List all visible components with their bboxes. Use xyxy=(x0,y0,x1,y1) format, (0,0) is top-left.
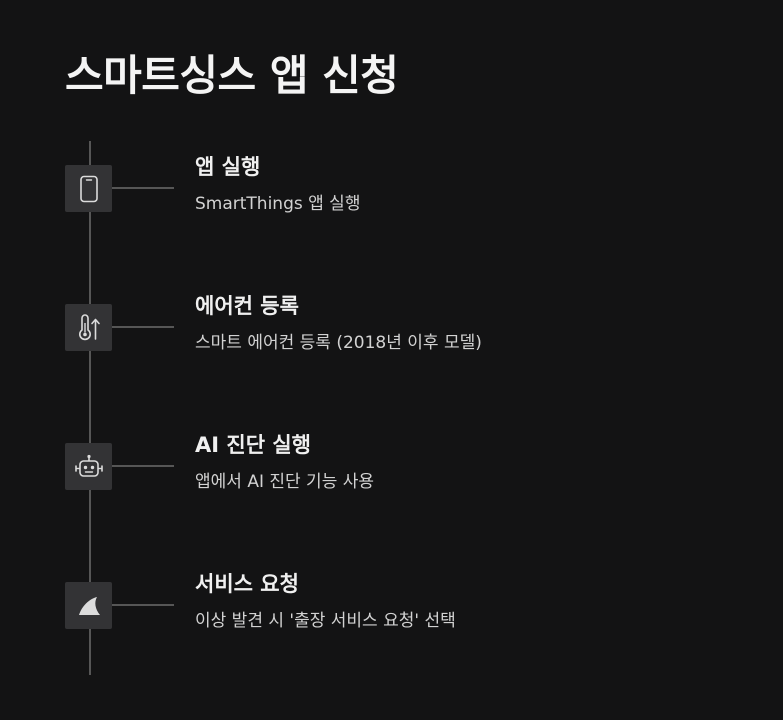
timeline-step-service-request: 서비스 요청 이상 발견 시 '출장 서비스 요청' 선택 xyxy=(0,572,783,662)
timeline-step-app-launch: 앱 실행 SmartThings 앱 실행 xyxy=(0,155,783,245)
step-title: AI 진단 실행 xyxy=(195,433,311,457)
step-description: SmartThings 앱 실행 xyxy=(195,194,361,214)
thermometer-icon xyxy=(76,313,102,342)
timeline-step-register-aircon: 에어컨 등록 스마트 에어컨 등록 (2018년 이후 모델) xyxy=(0,294,783,384)
step-description: 스마트 에어컨 등록 (2018년 이후 모델) xyxy=(195,333,482,353)
step-icon-box xyxy=(65,304,112,351)
step-title: 앱 실행 xyxy=(195,155,261,179)
step-title: 에어컨 등록 xyxy=(195,294,299,318)
step-description: 앱에서 AI 진단 기능 사용 xyxy=(195,472,375,492)
step-icon-box xyxy=(65,443,112,490)
smartphone-icon xyxy=(79,175,99,203)
step-connector xyxy=(112,187,174,189)
step-icon-box xyxy=(65,582,112,629)
page-title: 스마트싱스 앱 신청 xyxy=(65,51,399,100)
step-connector xyxy=(112,465,174,467)
robot-icon xyxy=(74,454,104,480)
step-description: 이상 발견 시 '출장 서비스 요청' 선택 xyxy=(195,611,456,631)
step-title: 서비스 요청 xyxy=(195,572,299,596)
fin-icon xyxy=(76,594,102,618)
timeline-step-ai-diagnosis: AI 진단 실행 앱에서 AI 진단 기능 사용 xyxy=(0,433,783,523)
step-connector xyxy=(112,604,174,606)
step-connector xyxy=(112,326,174,328)
timeline-line xyxy=(89,141,91,675)
step-icon-box xyxy=(65,165,112,212)
